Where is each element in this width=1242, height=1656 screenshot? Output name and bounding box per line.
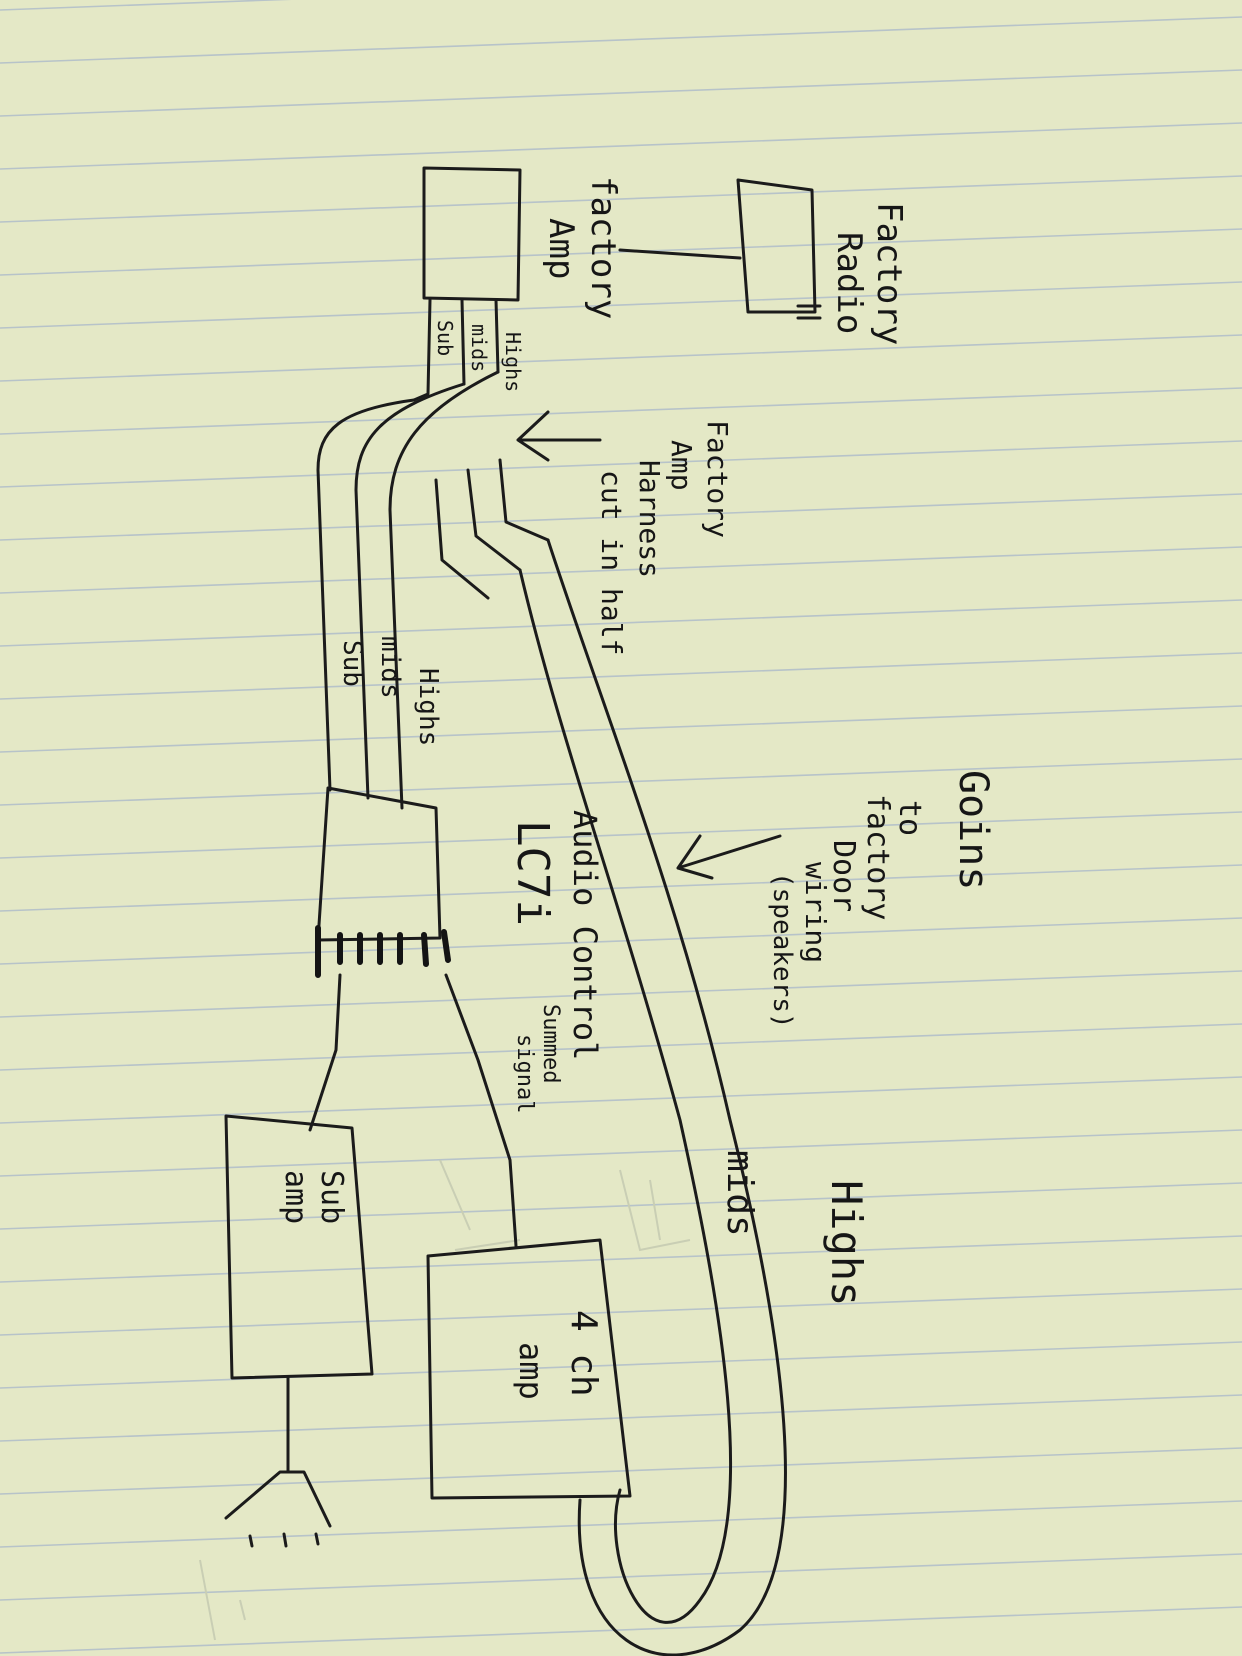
ruled-line (0, 493, 1242, 541)
harness-out-labels: Highs mids Sub (433, 320, 525, 392)
ruled-line (0, 546, 1242, 594)
ruled-line (0, 705, 1242, 753)
subwoofer-symbol (224, 1470, 332, 1548)
svg-text:mids: mids (375, 636, 405, 699)
four-ch-amp-box (426, 1238, 632, 1500)
svg-text:Amp: Amp (541, 218, 581, 279)
svg-text:mids: mids (467, 324, 491, 372)
factory-radio-label: Factory Radio (829, 202, 909, 345)
svg-text:(speakers): (speakers) (767, 872, 797, 1029)
ruled-line (0, 122, 1242, 170)
ruled-line (0, 440, 1242, 488)
svg-text:Door: Door (826, 840, 861, 912)
sub-amp-box (224, 1114, 374, 1380)
door-wiring-note: Goins to factory Door wiring (speakers) (767, 770, 996, 1029)
svg-text:wiring: wiring (799, 862, 832, 963)
door-wiring-arrow (676, 834, 782, 880)
svg-text:signal: signal (512, 1034, 537, 1113)
svg-text:Radio: Radio (829, 232, 869, 334)
svg-text:Amp: Amp (665, 440, 698, 491)
factory-amp-label: factory Amp (541, 176, 623, 319)
radio-to-amp-line (618, 248, 742, 260)
ruled-line (0, 16, 1242, 64)
ruled-line (0, 1129, 1242, 1177)
svg-text:Highs: Highs (501, 332, 525, 392)
svg-text:Sub: Sub (337, 640, 367, 687)
svg-text:LC7i: LC7i (507, 820, 558, 926)
ruled-line (0, 1023, 1242, 1071)
sub-amp-label: Sub amp (278, 1170, 349, 1224)
svg-text:cut in half: cut in half (595, 470, 628, 655)
door-wiring-loops (518, 538, 787, 1656)
summed-signal-wire (444, 973, 518, 1248)
svg-text:Sub: Sub (314, 1170, 349, 1224)
svg-text:factory: factory (860, 794, 895, 920)
svg-text:Goins: Goins (950, 770, 996, 890)
svg-text:Summed: Summed (538, 1004, 563, 1083)
ruled-line (0, 0, 292, 11)
svg-text:factory: factory (583, 176, 623, 319)
wires-to-lc7i-labels: Highs mids Sub (337, 636, 443, 746)
ruled-line (0, 758, 1242, 806)
ruled-line (0, 334, 1242, 382)
svg-text:4 ch: 4 ch (563, 1310, 604, 1397)
svg-text:to: to (892, 800, 927, 836)
ruled-line (0, 811, 1242, 859)
bleed-through-marks (199, 1159, 691, 1641)
harness-from-amp (412, 298, 550, 600)
svg-text:Sub: Sub (433, 320, 457, 356)
svg-text:Audio Control: Audio Control (566, 810, 604, 1060)
ruled-line (0, 175, 1242, 223)
summed-signal-label: Summed signal (512, 1004, 563, 1113)
svg-text:Factory: Factory (869, 202, 909, 345)
svg-text:amp: amp (512, 1342, 550, 1400)
svg-text:Harness: Harness (633, 460, 666, 578)
ruled-line (0, 1606, 1242, 1654)
factory-radio-box (736, 178, 822, 320)
ruled-line (0, 387, 1242, 435)
ruled-line (0, 69, 1242, 117)
svg-text:amp: amp (278, 1170, 313, 1224)
ruled-line (0, 281, 1242, 329)
ruled-line (0, 1076, 1242, 1124)
ruled-line (0, 1182, 1242, 1230)
ruled-line (0, 599, 1242, 647)
ruled-line (0, 1288, 1242, 1336)
lc7i-box (315, 786, 451, 978)
four-ch-amp-label: 4 ch amp (512, 1310, 604, 1400)
lc7i-to-sub-amp-wire (308, 973, 342, 1132)
harness-cut-arrow (516, 410, 602, 462)
svg-text:Highs: Highs (822, 1180, 871, 1306)
ruled-line (0, 970, 1242, 1018)
svg-text:Highs: Highs (413, 668, 443, 746)
ruled-line (0, 1447, 1242, 1495)
ruled-line (0, 1235, 1242, 1283)
ruled-line (0, 652, 1242, 700)
loop-wire-labels: mids Highs (719, 1150, 871, 1306)
harness-cut-note: Factory Amp Harness cut in half (595, 420, 734, 655)
ruled-line (0, 864, 1242, 912)
factory-amp-box (422, 166, 522, 302)
ruled-line (0, 228, 1242, 276)
svg-text:Factory: Factory (701, 420, 734, 538)
processor-label: Audio Control LC7i (507, 810, 604, 1060)
ruled-line (0, 1341, 1242, 1389)
ruled-line (0, 917, 1242, 965)
ruled-line (0, 1500, 1242, 1548)
wires-amp-to-lc7i (316, 370, 500, 810)
svg-text:mids: mids (719, 1150, 760, 1237)
